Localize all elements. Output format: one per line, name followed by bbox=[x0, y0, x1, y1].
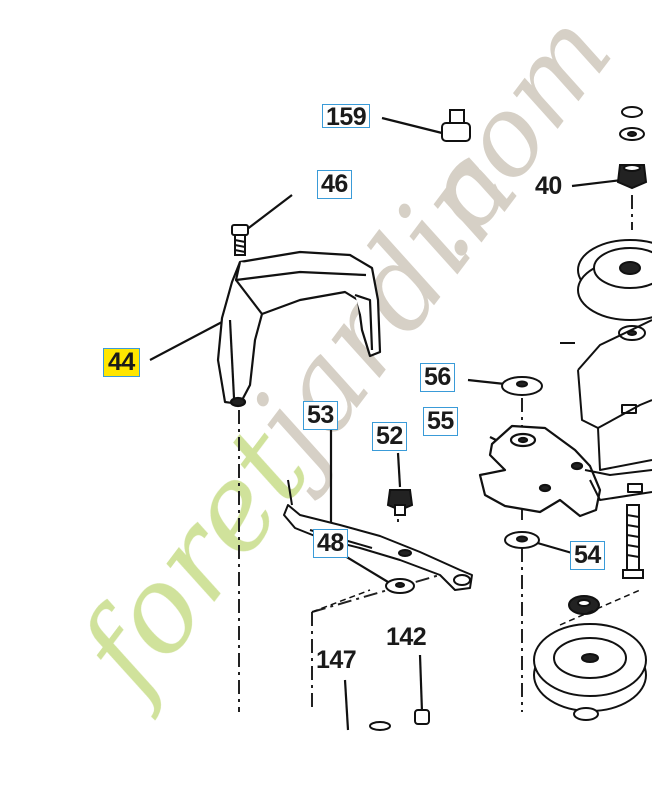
idler-arm-55-shape bbox=[478, 424, 602, 518]
belt-guard-44-shape bbox=[216, 250, 382, 408]
right-frame-shape bbox=[560, 319, 652, 501]
washer-56-shape bbox=[501, 376, 543, 396]
nut-40-shape bbox=[616, 106, 648, 190]
belt-guide-lines bbox=[311, 589, 641, 626]
callout-54[interactable]: 54 bbox=[570, 541, 605, 570]
lower-nut-shape bbox=[568, 595, 600, 615]
callout-142[interactable]: 142 bbox=[386, 623, 427, 651]
callout-46[interactable]: 46 bbox=[317, 170, 352, 199]
callout-48[interactable]: 48 bbox=[313, 529, 348, 558]
callout-56[interactable]: 56 bbox=[420, 363, 455, 392]
part-147-shape bbox=[369, 721, 391, 731]
bolt-52-shape bbox=[386, 489, 414, 516]
callout-52[interactable]: 52 bbox=[372, 422, 407, 451]
callout-40[interactable]: 40 bbox=[535, 172, 562, 200]
lower-pulley-shape bbox=[533, 623, 647, 721]
callout-159[interactable]: 159 bbox=[322, 104, 371, 128]
bolt-142-shape bbox=[414, 709, 430, 725]
callout-53[interactable]: 53 bbox=[303, 401, 338, 430]
callout-55[interactable]: 55 bbox=[423, 407, 458, 436]
bolt-46-shape bbox=[231, 224, 249, 256]
bolt-159-shape bbox=[441, 109, 471, 142]
callout-147[interactable]: 147 bbox=[316, 646, 357, 674]
long-bolt-shape bbox=[622, 504, 644, 579]
leader-lines bbox=[149, 116, 623, 731]
upper-pulley-shape bbox=[577, 239, 652, 341]
washer-54-shape bbox=[504, 531, 540, 549]
washer-48-shape bbox=[385, 578, 415, 594]
callout-44[interactable]: 44 bbox=[103, 348, 140, 377]
